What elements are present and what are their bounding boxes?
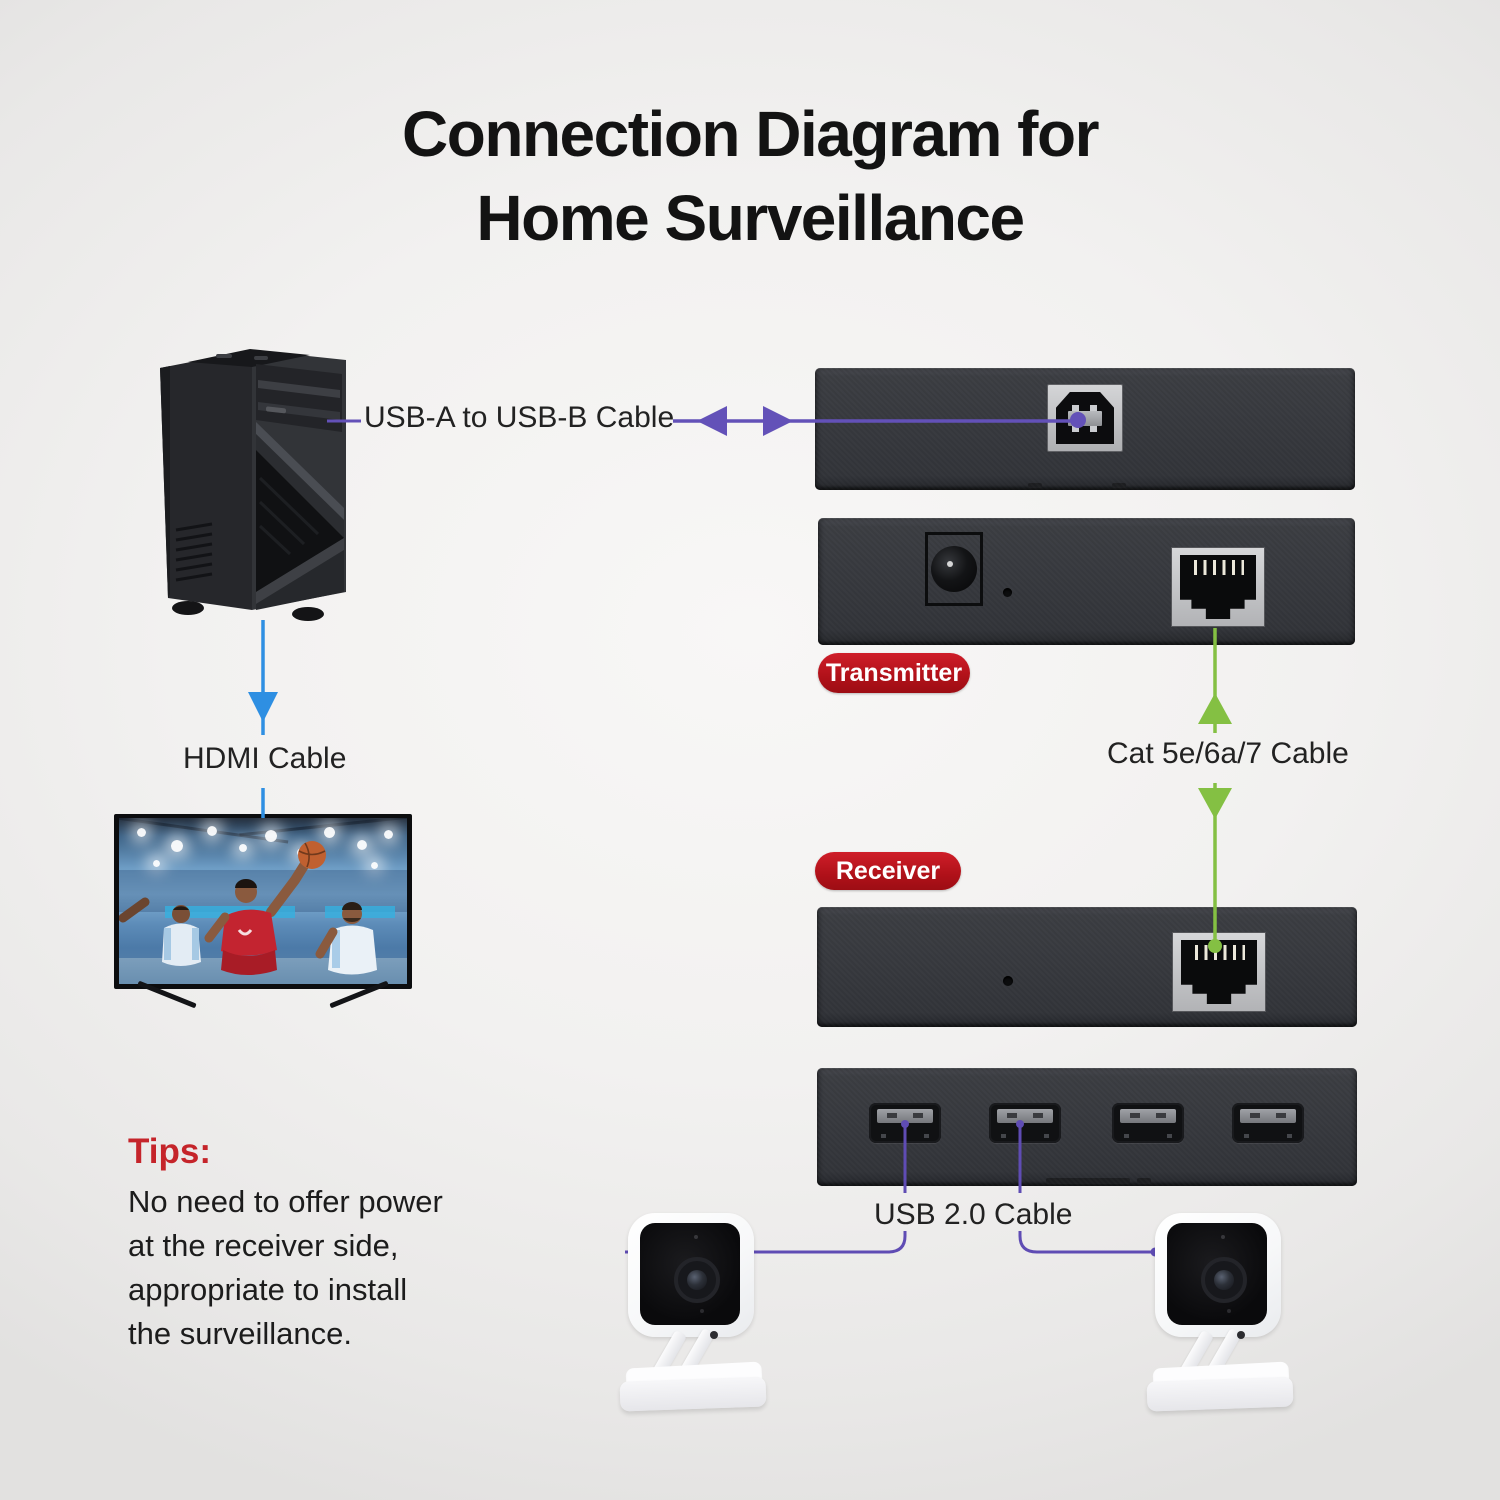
camera-mic-dot xyxy=(694,1235,698,1239)
usb-slot xyxy=(1276,1113,1286,1118)
usb-pin xyxy=(881,1134,886,1138)
pc-tower-icon xyxy=(160,349,346,621)
receiver-link-panel xyxy=(817,907,1357,1027)
transmitter-led-hole xyxy=(1003,588,1012,597)
camera-status-dot xyxy=(700,1309,704,1313)
camera-lens-icon xyxy=(674,1257,720,1303)
usb-slot xyxy=(887,1113,897,1118)
usb-port-1 xyxy=(869,1103,941,1143)
rj45-socket xyxy=(1180,555,1256,619)
usb-slot xyxy=(1033,1113,1043,1118)
transmitter-front-panel xyxy=(818,518,1355,645)
usb-pin xyxy=(1167,1134,1172,1138)
dc-jack-barrel xyxy=(931,546,977,592)
usb-slot xyxy=(1156,1113,1166,1118)
tips-line: at the receiver side, xyxy=(128,1228,399,1263)
usb-pin xyxy=(1244,1134,1249,1138)
arena-light xyxy=(357,840,367,850)
usb-pin xyxy=(1287,1134,1292,1138)
rj45-pins xyxy=(1195,945,1245,960)
camera-stand-hinge xyxy=(1237,1331,1245,1339)
page-title-line1: Connection Diagram for xyxy=(402,98,1099,170)
usb-pin xyxy=(1044,1134,1049,1138)
camera-lens-pupil xyxy=(687,1270,707,1290)
arena-light xyxy=(137,828,146,837)
case-notch xyxy=(1112,483,1126,488)
usb20-cable-label: USB 2.0 Cable xyxy=(874,1198,1073,1231)
usb-pin xyxy=(1001,1134,1006,1138)
hdmi-cable-arrow xyxy=(248,620,278,818)
arena-light xyxy=(324,827,335,838)
usb-b-port xyxy=(1047,384,1123,452)
camera-status-dot xyxy=(1227,1309,1231,1313)
page-title-line2: Home Surveillance xyxy=(476,182,1025,254)
hdmi-cable-label: HDMI Cable xyxy=(183,742,347,775)
tips-line: the surveillance. xyxy=(128,1316,353,1351)
usb-b-socket xyxy=(1056,392,1114,444)
arena-light xyxy=(239,844,247,852)
usb-tongue xyxy=(1240,1109,1296,1123)
receiver-badge: Receiver xyxy=(815,852,961,890)
receiver-led-hole xyxy=(1003,976,1013,986)
arena-light xyxy=(265,830,277,842)
dc-jack-glint xyxy=(947,561,953,567)
tv-screen-basketball-image xyxy=(119,818,407,984)
usb-ab-cable-label: USB-A to USB-B Cable xyxy=(364,401,675,434)
usb-tongue xyxy=(1120,1109,1176,1123)
arena-light xyxy=(153,860,160,867)
camera-lens-icon xyxy=(1201,1257,1247,1303)
arena-light xyxy=(207,826,217,836)
case-notch xyxy=(1028,483,1042,488)
camera-lens-pupil xyxy=(1214,1270,1234,1290)
usb-b-pin xyxy=(1090,426,1097,432)
camera-base-front xyxy=(619,1376,767,1412)
usb-port-3 xyxy=(1112,1103,1184,1143)
usb-pin xyxy=(1124,1134,1129,1138)
usb-b-pin xyxy=(1090,405,1097,411)
usb-pin xyxy=(924,1134,929,1138)
arena-light xyxy=(171,840,183,852)
rj45-port-receiver xyxy=(1172,932,1266,1012)
tv xyxy=(114,814,416,1010)
case-notch xyxy=(1046,1178,1130,1184)
usb-slot xyxy=(1250,1113,1260,1118)
usb-port-4 xyxy=(1232,1103,1304,1143)
transmitter-badge: Transmitter xyxy=(818,653,970,693)
usb-tongue xyxy=(877,1109,933,1123)
cat-cable-label: Cat 5e/6a/7 Cable xyxy=(1107,737,1349,770)
usb-b-pin xyxy=(1072,405,1079,411)
case-notch xyxy=(1137,1178,1151,1184)
tips-line: appropriate to install xyxy=(128,1272,408,1307)
security-camera-right xyxy=(1145,1211,1295,1413)
page-title: Connection Diagram for Home Surveillance xyxy=(0,92,1500,260)
arena-light xyxy=(371,862,378,869)
usb-slot xyxy=(1007,1113,1017,1118)
tips-line: No need to offer power xyxy=(128,1184,443,1219)
dc-power-jack xyxy=(925,532,983,606)
camera-stand-hinge xyxy=(710,1331,718,1339)
usb-tongue xyxy=(997,1109,1053,1123)
tips-text: No need to offer power at the receiver s… xyxy=(128,1180,443,1356)
usb-slot xyxy=(913,1113,923,1118)
camera-mic-dot xyxy=(1221,1235,1225,1239)
basketball-players xyxy=(119,841,377,975)
arena-light xyxy=(384,830,393,839)
rj45-pins xyxy=(1194,560,1244,575)
tips-heading: Tips: xyxy=(128,1132,211,1171)
usb-b-tongue xyxy=(1068,411,1102,426)
rj45-port-transmitter xyxy=(1171,547,1265,627)
usb-b-pin xyxy=(1072,426,1079,432)
usb-slot xyxy=(1130,1113,1140,1118)
rj45-socket xyxy=(1181,940,1257,1004)
usb-port-2 xyxy=(989,1103,1061,1143)
security-camera-left xyxy=(618,1211,768,1413)
camera-base-front xyxy=(1146,1376,1294,1412)
